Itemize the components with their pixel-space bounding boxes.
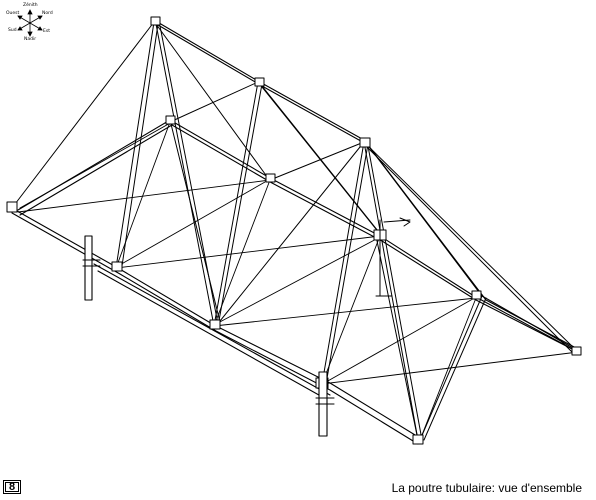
page-number: 8 <box>3 480 21 494</box>
compass-north-label: Nord <box>42 11 53 16</box>
end-ties <box>11 21 579 355</box>
bottom-back-chord <box>17 119 579 353</box>
figure-caption: La poutre tubulaire: vue d'ensemble <box>391 481 582 495</box>
compass-east-label: Est <box>43 29 50 34</box>
tension-tie <box>169 119 419 441</box>
cross-bracing <box>17 121 579 441</box>
compass-west-label: Ouest <box>6 11 20 16</box>
support-posts <box>82 235 335 437</box>
joint-nodes <box>6 16 582 445</box>
compass-nadir-label: Nadir <box>24 37 37 42</box>
compass-south-label: Sud <box>8 28 17 33</box>
tensioner-lever <box>375 217 411 297</box>
compass-zenith-label: Zénith <box>23 3 38 8</box>
web-members <box>115 21 487 441</box>
orientation-compass-icon: Zénith Ouest Nord Sud Est Nadir <box>4 2 56 44</box>
